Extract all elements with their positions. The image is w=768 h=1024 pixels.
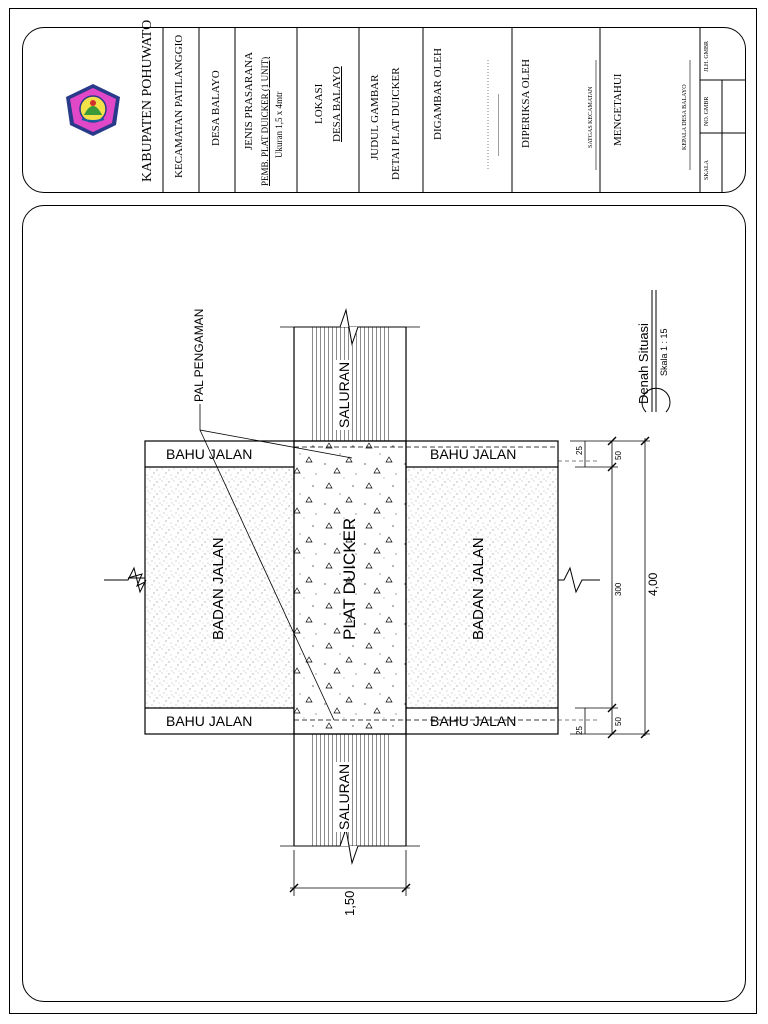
plat-duicker-label: PLAT DUICKER <box>340 517 359 640</box>
dim-25-bottom: 25 <box>575 726 584 735</box>
dim-300: 300 <box>614 582 623 596</box>
dim-width: 1,50 <box>342 890 357 916</box>
drawing-panel <box>22 205 746 1002</box>
sheet-frame <box>9 8 757 1014</box>
denah-situasi-scale: Skala 1 : 15 <box>659 328 669 376</box>
saluran-top-label: SALURAN <box>336 359 352 430</box>
badan-jalan-left-label: BADAN JALAN <box>210 537 227 640</box>
dim-50-bottom: 50 <box>614 717 623 726</box>
badan-jalan-right <box>406 467 558 708</box>
saluran-bottom-label: SALURAN <box>336 761 352 832</box>
dim-25-top: 25 <box>575 446 584 455</box>
regency-logo <box>64 83 122 137</box>
badan-jalan-left <box>145 467 294 708</box>
denah-situasi-title: Denah Situasi <box>636 323 651 404</box>
bahu-jalan-top-left: BAHU JALAN <box>166 446 253 462</box>
bahu-jalan-bottom-left: BAHU JALAN <box>166 713 253 729</box>
bahu-jalan-bottom-right: BAHU JALAN <box>430 713 517 729</box>
dim-50-top: 50 <box>614 451 623 460</box>
pal-pengaman-label: PAL PENGAMAN <box>192 308 206 402</box>
title-block <box>22 27 746 193</box>
badan-jalan-right-label: BADAN JALAN <box>470 537 487 640</box>
bahu-jalan-top-right: BAHU JALAN <box>430 446 517 462</box>
dim-total: 4,00 <box>646 572 660 596</box>
